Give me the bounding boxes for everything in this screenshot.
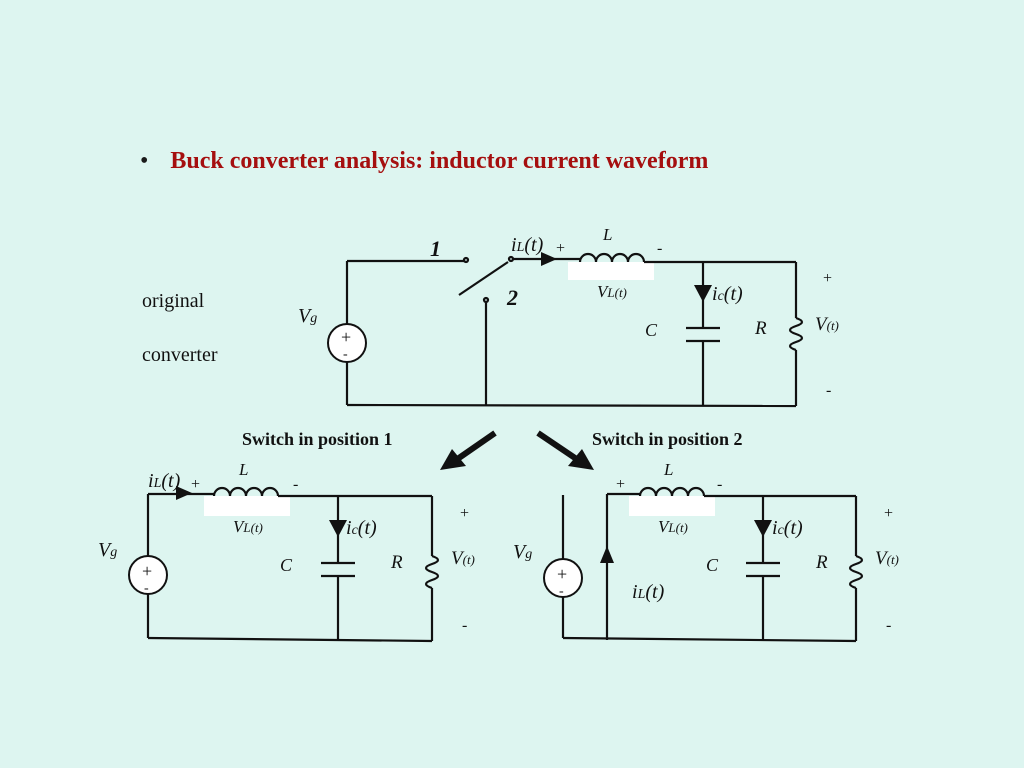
- slide-title: • Buck converter analysis: inductor curre…: [140, 148, 708, 175]
- output-V-label: V(t): [815, 314, 839, 335]
- inductor-plus: +: [556, 240, 565, 257]
- side-label-original: original: [142, 290, 205, 312]
- p2-source-plus: +: [557, 564, 567, 584]
- inductor-coil: [578, 252, 646, 264]
- title-bullet: •: [140, 148, 149, 174]
- p1-wire-bottom: [147, 636, 433, 643]
- p1-VL-label: VL(t): [233, 517, 263, 536]
- switch-contact-2: [482, 296, 490, 304]
- iL-arrow: [541, 252, 557, 266]
- switch-blade: [458, 261, 509, 296]
- wire-bottom: [346, 403, 797, 408]
- p1-source-vg: [128, 555, 168, 595]
- p2-vg-label: Vg: [513, 541, 532, 563]
- source-minus: -: [343, 347, 348, 362]
- p1-capacitor-label: C: [280, 555, 293, 575]
- switch-pivot: [507, 255, 515, 263]
- iL-label: iL(t): [511, 234, 544, 256]
- p2-inductor-minus: -: [717, 476, 722, 493]
- p2-ic-arrow: [754, 520, 772, 537]
- p1-source-minus: -: [144, 581, 149, 596]
- resistor-squiggle: [788, 316, 804, 352]
- p1-output-minus: -: [462, 617, 467, 634]
- output-minus: -: [826, 382, 831, 399]
- source-plus: +: [341, 327, 351, 347]
- p1-ic-arrow: [329, 520, 347, 537]
- p2-iL-arrow: [600, 546, 614, 563]
- p1-inductor-coil: [212, 486, 280, 498]
- p1-inductor-L-label: L: [238, 460, 248, 479]
- caption-position-1: Switch in position 1: [242, 429, 393, 449]
- p1-inductor-plus: +: [191, 476, 200, 493]
- switch-pos-1-label: 1: [430, 236, 441, 261]
- switch-pos-2-label: 2: [506, 285, 518, 310]
- inductor-L-label: L: [602, 225, 612, 244]
- p2-source-minus: -: [559, 584, 564, 599]
- caption-position-2: Switch in position 2: [592, 429, 743, 449]
- vg-label: Vg: [298, 305, 317, 327]
- p1-inductor-minus: -: [293, 476, 298, 493]
- VL-label: VL(t): [597, 282, 627, 301]
- output-plus: +: [823, 270, 832, 287]
- switch-contact-1: [462, 256, 470, 264]
- p1-inductor-highlight: [204, 496, 290, 516]
- p2-resistor-label: R: [815, 552, 828, 573]
- p2-ic-label: ic(t): [772, 517, 803, 539]
- title-text: Buck converter analysis: inductor curren…: [170, 148, 709, 174]
- p1-vg-label: Vg: [98, 539, 117, 561]
- p1-iL-arrow: [176, 486, 192, 500]
- original-circuit: [345, 252, 804, 408]
- inductor-minus: -: [657, 240, 662, 257]
- ic-arrow: [694, 285, 712, 302]
- p1-ic-label: ic(t): [346, 517, 377, 539]
- p2-iL-label: iL(t): [632, 581, 665, 603]
- p1-output-V-label: V(t): [451, 548, 475, 569]
- p1-source-plus: +: [142, 561, 152, 581]
- p2-output-V-label: V(t): [875, 548, 899, 569]
- p2-resistor-squiggle: [848, 554, 864, 590]
- p2-output-minus: -: [886, 617, 891, 634]
- side-label-converter: converter: [142, 344, 218, 366]
- p2-output-plus: +: [884, 505, 893, 522]
- source-vg: [327, 323, 367, 363]
- arrow-to-position-1: [440, 430, 497, 470]
- resistor-label: R: [754, 318, 767, 339]
- p2-capacitor-label: C: [706, 555, 719, 575]
- inductor-highlight: [568, 262, 654, 280]
- p1-iL-label: iL(t): [148, 470, 181, 492]
- p2-wire-bottom: [562, 636, 857, 643]
- p2-inductor-plus: +: [616, 476, 625, 493]
- position-2-circuit: [561, 486, 864, 643]
- p2-VL-label: VL(t): [658, 517, 688, 536]
- p1-resistor-label: R: [390, 552, 403, 573]
- p2-source-vg: [543, 558, 583, 598]
- p2-inductor-coil: [638, 486, 706, 498]
- p2-inductor-highlight: [629, 496, 715, 516]
- original-source: [327, 323, 367, 363]
- arrow-to-position-2: [536, 430, 594, 470]
- ic-label: ic(t): [712, 283, 743, 305]
- p2-inductor-L-label: L: [663, 460, 673, 479]
- p1-output-plus: +: [460, 505, 469, 522]
- capacitor-label: C: [645, 320, 658, 340]
- p1-resistor-squiggle: [424, 554, 440, 590]
